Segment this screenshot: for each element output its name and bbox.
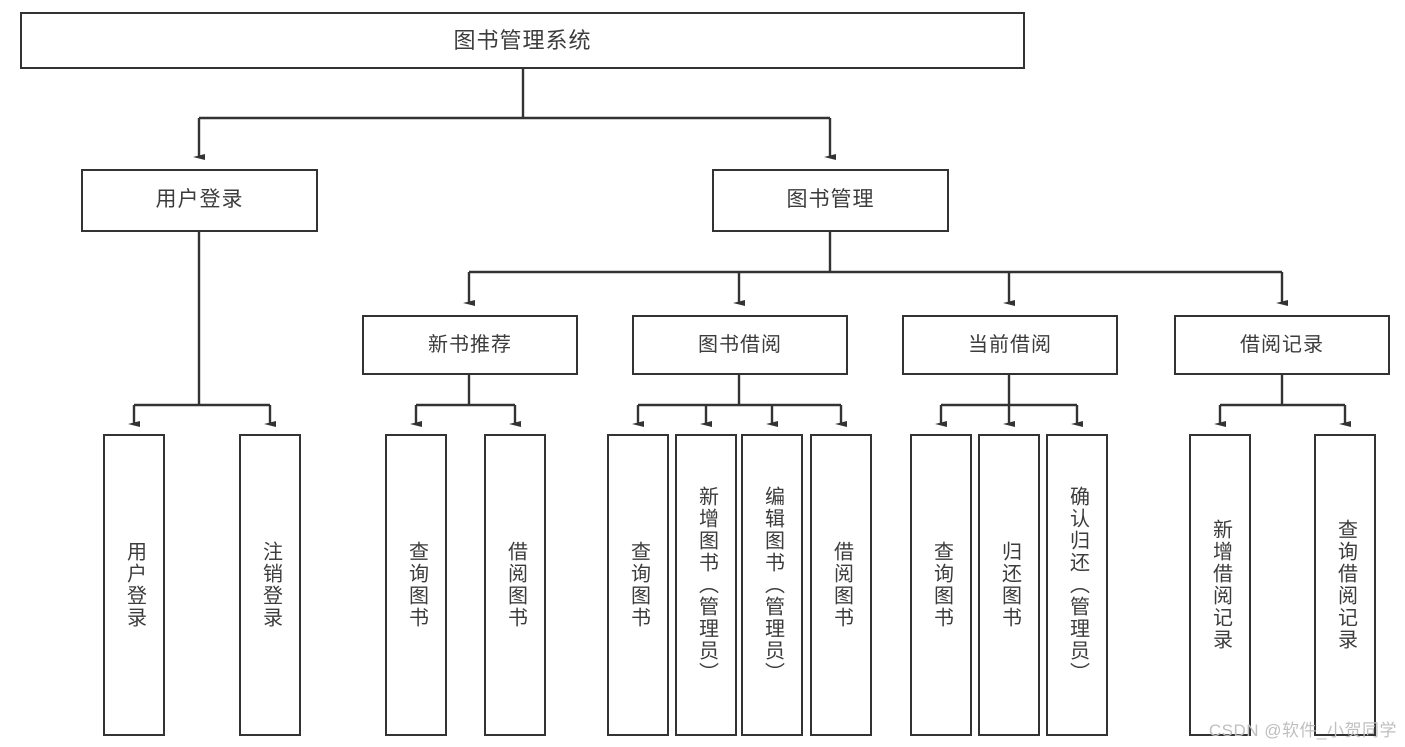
leaf-new-book-borrow[interactable]: 借阅图书 [484,434,546,736]
leaf-current-borrow-confirm[interactable]: 确认归还（管理员） [1046,434,1108,736]
leaf-user-login-login[interactable]: 用户登录 [103,434,165,736]
leaf-current-borrow-return[interactable]: 归还图书 [978,434,1040,736]
leaf-label: 借阅图书 [830,541,853,629]
leaf-current-borrow-query[interactable]: 查询图书 [910,434,972,736]
leaf-borrow-record-add[interactable]: 新增借阅记录 [1189,434,1251,736]
node-new-book-recommend-label: 新书推荐 [428,333,512,356]
node-current-borrow-label: 当前借阅 [968,333,1052,356]
leaf-book-borrow-add[interactable]: 新增图书（管理员） [675,434,737,736]
node-book-management[interactable]: 图书管理 [712,169,949,232]
leaf-borrow-record-query[interactable]: 查询借阅记录 [1314,434,1376,736]
leaf-label: 查询借阅记录 [1334,519,1357,651]
node-root[interactable]: 图书管理系统 [20,12,1025,69]
watermark: CSDN @软件_小贺同学 [1208,721,1397,740]
node-root-label: 图书管理系统 [453,27,592,53]
leaf-label: 查询图书 [627,541,650,629]
node-borrow-record[interactable]: 借阅记录 [1174,315,1390,375]
node-book-borrow-label: 图书借阅 [698,333,782,356]
leaf-label: 查询图书 [405,541,428,629]
node-user-login-label: 用户登录 [155,188,244,212]
leaf-label: 新增借阅记录 [1209,519,1232,651]
node-user-login[interactable]: 用户登录 [81,169,318,232]
leaf-book-borrow-query[interactable]: 查询图书 [607,434,669,736]
node-book-borrow[interactable]: 图书借阅 [632,315,848,375]
node-new-book-recommend[interactable]: 新书推荐 [362,315,578,375]
leaf-label: 用户登录 [123,541,146,629]
leaf-label: 查询图书 [930,541,953,629]
leaf-label: 归还图书 [998,541,1021,629]
leaf-book-borrow-edit[interactable]: 编辑图书（管理员） [741,434,803,736]
leaf-label: 编辑图书（管理员） [761,486,784,684]
leaf-label: 注销登录 [259,541,282,629]
leaf-label: 借阅图书 [504,541,527,629]
leaf-book-borrow-borrow[interactable]: 借阅图书 [810,434,872,736]
leaf-label: 确认归还（管理员） [1066,486,1089,684]
node-book-management-label: 图书管理 [786,188,875,212]
leaf-new-book-query[interactable]: 查询图书 [385,434,447,736]
node-borrow-record-label: 借阅记录 [1240,333,1324,356]
node-current-borrow[interactable]: 当前借阅 [902,315,1118,375]
leaf-user-login-logout[interactable]: 注销登录 [239,434,301,736]
leaf-label: 新增图书（管理员） [695,486,718,684]
